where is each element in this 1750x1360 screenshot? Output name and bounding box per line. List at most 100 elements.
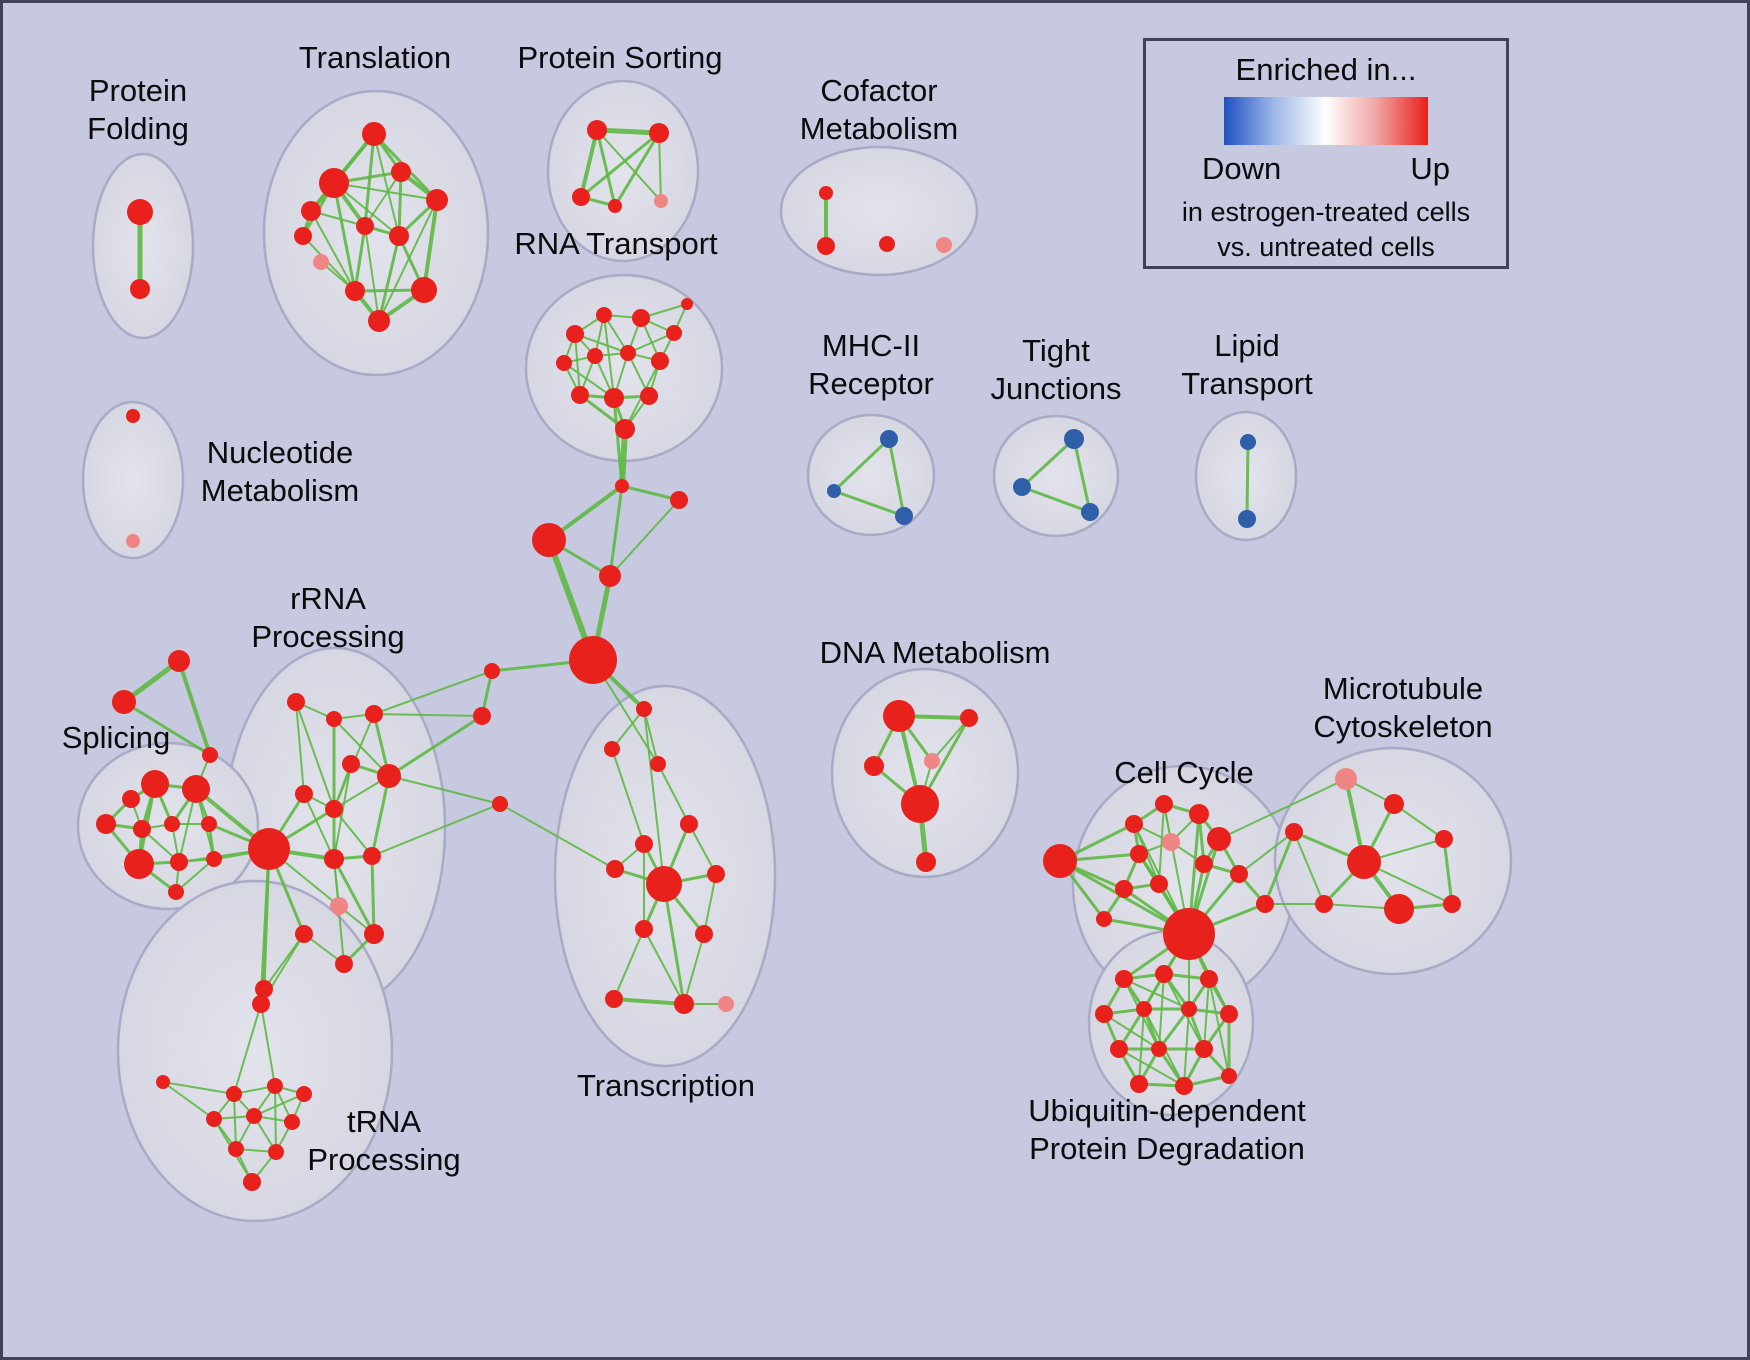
label-dna-metabolism: DNA Metabolism — [820, 635, 1051, 670]
node-k1 — [1043, 844, 1077, 878]
node-k10 — [1115, 880, 1133, 898]
node-r2 — [596, 307, 612, 323]
node-h8 — [492, 796, 508, 812]
node-d5 — [901, 785, 939, 823]
node-k8 — [1195, 855, 1213, 873]
node-t9 — [345, 281, 365, 301]
node-s1 — [587, 120, 607, 140]
node-d1 — [883, 700, 915, 732]
node-g13 — [364, 924, 384, 944]
edge-h1-h4 — [608, 484, 624, 578]
node-k14 — [1256, 895, 1274, 913]
edge-g1-g6 — [295, 701, 305, 795]
node-x11 — [674, 994, 694, 1014]
edge-m1-m3 — [887, 437, 906, 518]
label-microtubule-cytoskeleton-line1: Microtubule — [1323, 671, 1483, 706]
node-b13 — [1221, 1068, 1237, 1084]
edge-k9-e3 — [1238, 831, 1295, 875]
edge-x13-x3 — [657, 763, 690, 825]
node-x8 — [695, 925, 713, 943]
node-p10 — [206, 851, 222, 867]
edge-l1-l2 — [1245, 440, 1250, 521]
node-p4 — [96, 814, 116, 834]
edge-r4-r7 — [627, 332, 675, 354]
edge-t5-t11 — [378, 199, 438, 322]
node-d6 — [916, 852, 936, 872]
node-g11 — [330, 897, 348, 915]
node-n11 — [243, 1173, 261, 1191]
node-j2 — [1013, 478, 1031, 496]
legend-box: Enriched in... Down Up in estrogen-treat… — [1143, 38, 1509, 269]
node-k3 — [1155, 795, 1173, 813]
edge-t6-t9 — [353, 224, 367, 293]
node-r1 — [566, 325, 584, 343]
node-k2 — [1125, 815, 1143, 833]
node-q2 — [112, 690, 136, 714]
node-l1 — [1240, 434, 1256, 450]
node-g9 — [324, 849, 344, 869]
node-r5 — [556, 355, 572, 371]
node-h7 — [473, 707, 491, 725]
node-t1 — [362, 122, 386, 146]
edge-x9-x10 — [613, 928, 645, 1000]
node-k7 — [1162, 833, 1180, 851]
node-r3 — [632, 309, 650, 327]
label-protein-folding-line1: Protein — [89, 73, 187, 108]
edge-n3-n9 — [233, 1093, 237, 1150]
node-b4 — [1095, 1005, 1113, 1023]
node-c2 — [817, 237, 835, 255]
node-r6 — [587, 348, 603, 364]
edge-t6-t11 — [364, 225, 380, 322]
node-k12 — [1163, 908, 1215, 960]
edge-h8-g5 — [388, 775, 501, 805]
node-e7 — [1443, 895, 1461, 913]
edge-k14-e3 — [1263, 830, 1296, 906]
node-t2 — [319, 168, 349, 198]
node-t10 — [411, 277, 437, 303]
label-trna-processing-line2: Processing — [307, 1142, 460, 1177]
edge-r10-h1 — [612, 396, 624, 488]
label-splicing: Splicing — [62, 720, 171, 755]
edge-m1-m2 — [832, 437, 891, 493]
label-mhc-ii-receptor-line1: MHC-II — [822, 328, 920, 363]
edge-x2-x4 — [611, 748, 645, 845]
edge-t4-t6 — [364, 171, 402, 227]
edge-x1-x2 — [611, 708, 645, 750]
node-r13 — [681, 298, 693, 310]
node-h5 — [569, 636, 617, 684]
node-x9 — [635, 920, 653, 938]
edge-h2-h4 — [609, 499, 680, 577]
node-k6 — [1130, 845, 1148, 863]
label-ubiquitin-degradation-line2: Protein Degradation — [1029, 1131, 1305, 1166]
node-c1 — [819, 186, 833, 200]
edge-p10-p11 — [175, 858, 215, 893]
edge-r1-r7 — [574, 333, 629, 354]
node-g3 — [365, 705, 383, 723]
node-b8 — [1110, 1040, 1128, 1058]
edge-x7-x8 — [703, 873, 717, 935]
node-r12 — [615, 419, 635, 439]
edge-j1-j3 — [1072, 437, 1092, 514]
node-e2 — [1384, 794, 1404, 814]
cluster-lipid-transport-ellipse — [1194, 410, 1298, 542]
legend-up-label: Up — [1410, 151, 1450, 186]
edge-b1-b6 — [1123, 978, 1190, 1010]
node-p5 — [133, 820, 151, 838]
node-s5 — [654, 194, 668, 208]
label-cofactor-metabolism-line1: Cofactor — [820, 73, 937, 108]
node-r8 — [651, 352, 669, 370]
node-r7 — [620, 345, 636, 361]
edge-s2-s3 — [579, 131, 661, 199]
node-b9 — [1151, 1041, 1167, 1057]
node-t3 — [301, 201, 321, 221]
edge-b6-b9 — [1157, 1007, 1191, 1051]
node-j3 — [1081, 503, 1099, 521]
edge-s2-s4 — [613, 131, 661, 208]
edge-g1-g7 — [295, 701, 335, 810]
node-n5 — [296, 1086, 312, 1102]
node-r10 — [604, 388, 624, 408]
node-b7 — [1220, 1005, 1238, 1023]
node-b5 — [1136, 1001, 1152, 1017]
